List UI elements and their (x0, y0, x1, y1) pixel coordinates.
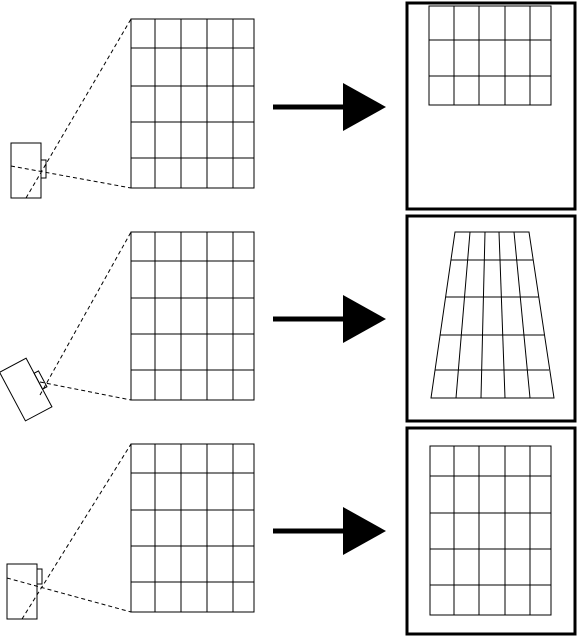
projection-lines (10, 18, 132, 199)
projection-lines (39, 231, 132, 401)
row-middle (0, 214, 577, 423)
result-frame-shifted (405, 1, 577, 211)
camera-icon (10, 142, 47, 199)
source-grid (130, 443, 255, 613)
source-grid (130, 231, 255, 401)
arrow-right (273, 83, 386, 131)
result-frame-keystone (405, 214, 577, 423)
projection-lines (6, 443, 132, 620)
camera-icon-tilted (0, 357, 53, 422)
row-top (10, 1, 577, 211)
source-grid (130, 18, 255, 189)
arrow-right (273, 507, 386, 555)
row-bottom (6, 426, 577, 636)
camera-icon (6, 563, 43, 620)
arrow-right (273, 295, 386, 343)
result-frame-centered (405, 426, 577, 636)
